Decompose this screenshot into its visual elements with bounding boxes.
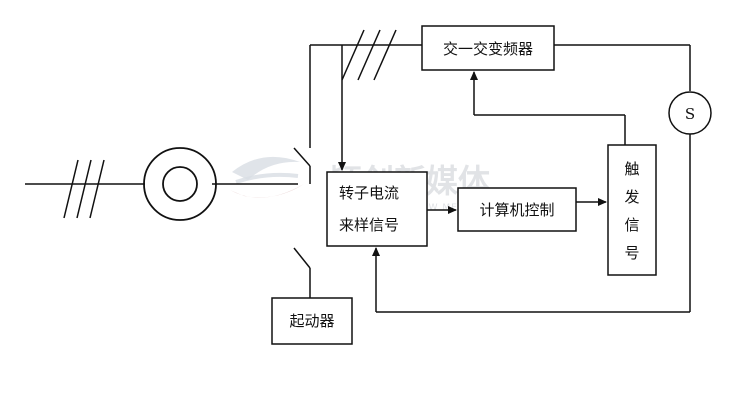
starter-label: 起动器 [289, 312, 334, 330]
inverter-block: 交一交变频器 [421, 25, 555, 71]
watermark-logo-icon [230, 156, 304, 198]
switch-contacts [293, 147, 311, 298]
rotor-current-block: 转子电流 来样信号 [326, 171, 428, 247]
top-bus-line [309, 29, 422, 148]
starter-block: 起动器 [271, 297, 353, 345]
feedback-line [376, 134, 691, 313]
rotor-current-label-line2: 来样信号 [339, 216, 399, 234]
trigger-label-3: 信 [624, 216, 639, 234]
trigger-label-2: 发 [624, 188, 639, 206]
trigger-label-1: 触 [624, 160, 639, 178]
trigger-label-4: 号 [624, 244, 639, 262]
inverter-output-line [554, 44, 691, 91]
motor-icon [143, 147, 217, 221]
trigger-signal-block: 触 发 信 号 [607, 144, 657, 276]
computer-control-label: 计算机控制 [479, 201, 554, 219]
input-power-line [25, 159, 145, 219]
s-node: S [668, 91, 712, 135]
computer-control-block: 计算机控制 [457, 187, 577, 232]
s-node-label: S [685, 105, 695, 123]
rotor-current-label-line1: 转子电流 [339, 184, 399, 202]
trigger-to-inverter-line [474, 114, 626, 145]
inverter-label: 交一交变频器 [443, 40, 533, 58]
